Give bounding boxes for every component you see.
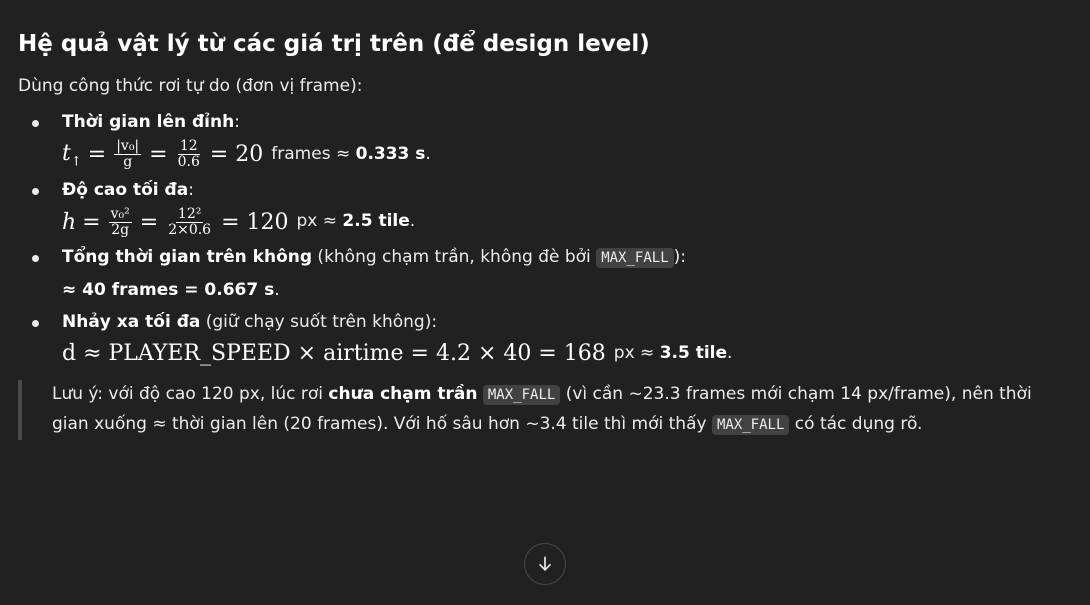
list-item-airtime: Tổng thời gian trên không (không chạm tr… xyxy=(18,245,1078,304)
code-max-fall: MAX_FALL xyxy=(596,247,674,268)
note-blockquote: Lưu ý: với độ cao 120 px, lúc rơi chưa c… xyxy=(18,380,1038,440)
code-max-fall: MAX_FALL xyxy=(711,414,790,435)
formula-max-distance: d ≈ PLAYER_SPEED × airtime = 4.2 × 40 = … xyxy=(62,341,733,367)
scroll-to-bottom-button[interactable] xyxy=(524,543,566,585)
list-item-max-distance: Nhảy xa tối đa (giữ chạy suốt trên không… xyxy=(18,310,1078,371)
message-content: Hệ quả vật lý từ các giá trị trên (để de… xyxy=(18,28,1078,457)
item-title: Độ cao tối đa xyxy=(62,180,189,201)
item-title: Thời gian lên đỉnh xyxy=(62,111,235,132)
item-title: Nhảy xa tối đa xyxy=(62,311,201,332)
arrow-down-icon xyxy=(539,556,551,571)
intro-text: Dùng công thức rơi tự do (đơn vị frame): xyxy=(18,76,363,97)
section-heading: Hệ quả vật lý từ các giá trị trên (để de… xyxy=(18,31,650,57)
item-title: Tổng thời gian trên không xyxy=(62,246,313,267)
code-max-fall: MAX_FALL xyxy=(482,385,561,406)
